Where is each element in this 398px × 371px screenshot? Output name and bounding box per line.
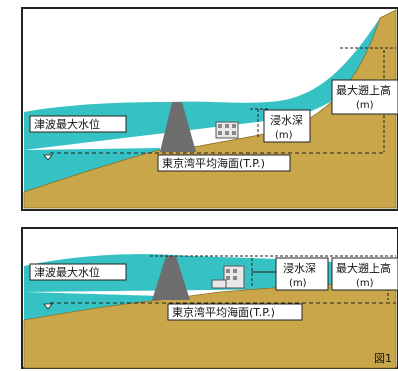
bottom-seawall (152, 256, 190, 300)
svg-text:東京湾平均海面(T.P.): 東京湾平均海面(T.P.) (162, 156, 265, 170)
bottom-datum-label: 東京湾平均海面(T.P.) (167, 303, 303, 321)
svg-text:最大遡上高: 最大遡上高 (336, 83, 391, 97)
svg-text:浸水深: 浸水深 (270, 114, 303, 127)
svg-text:(m): (m) (275, 130, 293, 141)
bottom-max-runup-label: 最大遡上高 (m) (331, 257, 398, 291)
bottom-inundation-depth-label: 浸水深 (m) (275, 257, 329, 291)
top-building-icon (215, 121, 239, 139)
svg-text:浸水深: 浸水深 (283, 262, 316, 275)
bottom-normal-sea (24, 292, 160, 320)
top-seawall (160, 102, 196, 152)
bottom-panel: 津波最大水位 浸水深 (m) 最大遡上高 (m) 東京湾平均海面(T.P.) 図… (21, 227, 398, 369)
svg-text:(m): (m) (356, 278, 374, 289)
top-panel: 津波最大水位 浸水深 (m) 最大遡上高 (m) 東京湾平均海面(T.P.) (21, 7, 398, 211)
figure-label: 図1 (374, 352, 392, 365)
svg-text:最大遡上高: 最大遡上高 (336, 261, 391, 275)
bottom-building-icon (211, 265, 245, 289)
top-datum-label: 東京湾平均海面(T.P.) (157, 154, 291, 172)
top-inundation-depth-label: 浸水深 (m) (263, 109, 311, 143)
svg-text:東京湾平均海面(T.P.): 東京湾平均海面(T.P.) (172, 305, 275, 319)
svg-text:(m): (m) (289, 278, 307, 289)
bottom-water-level-marker-icon (43, 303, 53, 310)
svg-text:津波最大水位: 津波最大水位 (34, 265, 100, 279)
bottom-tsunami-level-label: 津波最大水位 (29, 263, 127, 281)
top-tsunami-level-label: 津波最大水位 (29, 115, 127, 133)
svg-text:(m): (m) (356, 100, 374, 111)
top-ground (23, 9, 397, 209)
top-max-runup-label: 最大遡上高 (m) (331, 79, 398, 115)
top-water-level-marker-icon (43, 154, 53, 161)
svg-text:津波最大水位: 津波最大水位 (34, 117, 100, 131)
